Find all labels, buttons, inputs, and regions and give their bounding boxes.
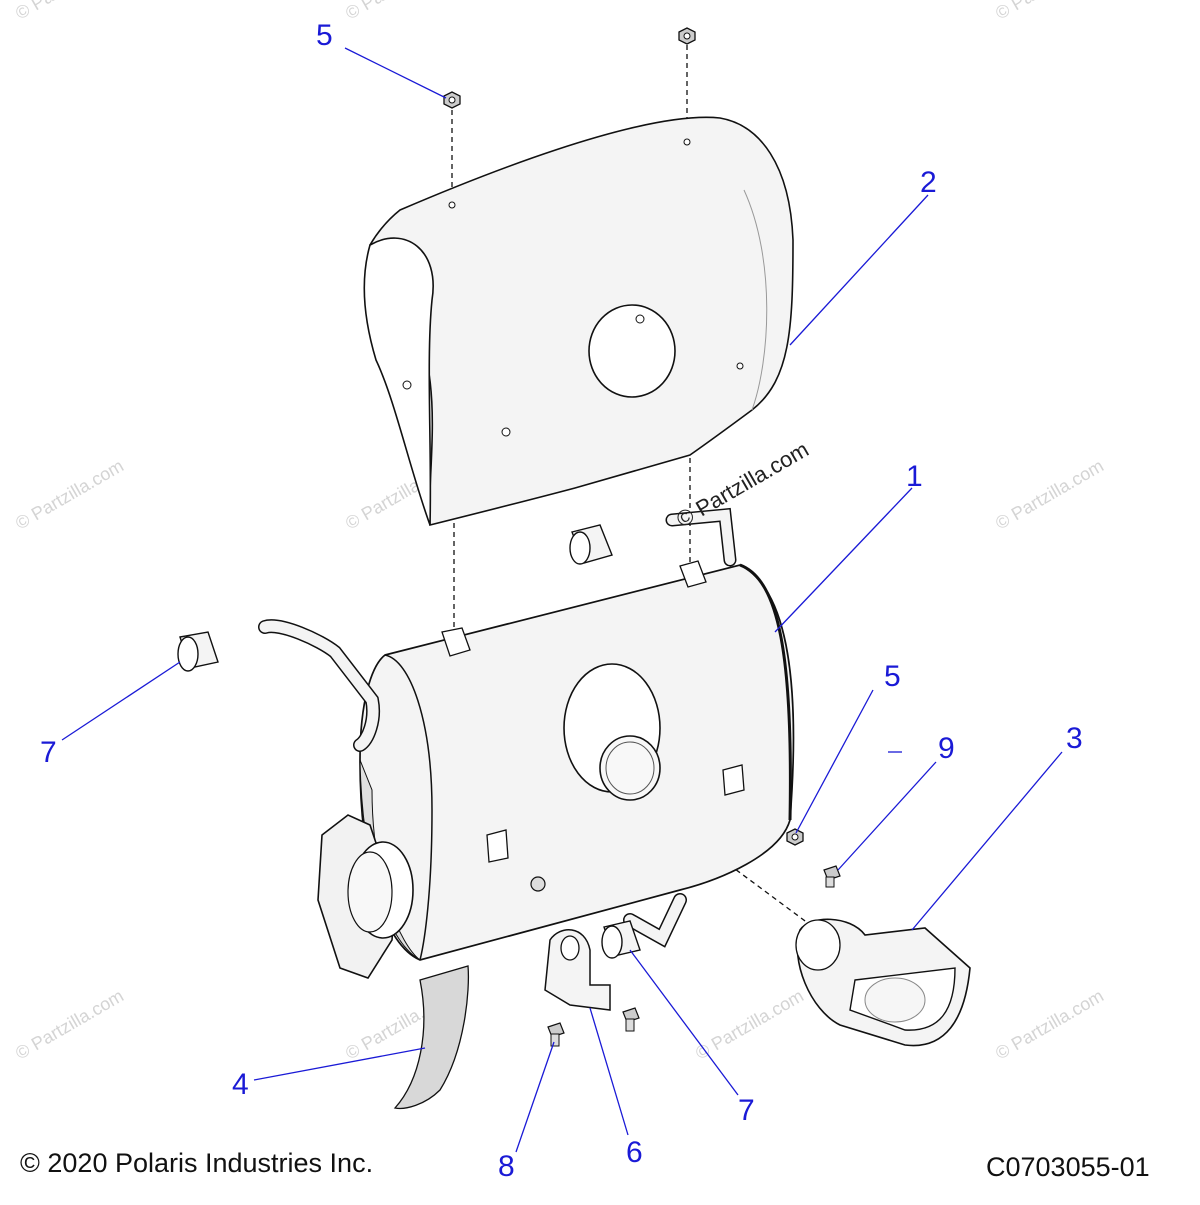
rubber-grommet-upper [569,524,613,565]
heat-shield [363,116,794,527]
callout-5-right: 5 [884,660,901,693]
fastener-nut-top-right [678,27,696,45]
watermark-text: © Partzilla.com [692,985,807,1063]
diagram-part-number: C0703055-01 [986,1152,1150,1182]
mounting-bracket [544,929,611,1011]
callout-3: 3 [1066,722,1083,755]
fastener-nut-right [786,828,804,846]
fastener-bolt-lower-left [547,1022,565,1047]
callout-2: 2 [920,166,937,199]
callout-4: 4 [232,1068,249,1101]
leader-lines [61,47,1063,1153]
watermark-text: © Partzilla.com [342,0,457,23]
watermark-text: © Partzilla.com [992,455,1107,533]
callout-8: 8 [498,1150,515,1183]
callout-6: 6 [626,1136,643,1169]
watermark-text: © Partzilla.com [12,985,127,1063]
callout-7-bottom: 7 [738,1094,755,1127]
callout-5-top: 5 [316,19,333,52]
watermark-text: © Partzilla.com [12,455,127,533]
callout-1: 1 [906,460,923,493]
watermark-text: © Partzilla.com [992,985,1107,1063]
fastener-nut-top-left [443,91,461,109]
rubber-grommet-lower [601,920,641,959]
watermark-text: © Partzilla.com [992,0,1107,23]
callout-9: 9 [938,732,955,765]
fastener-bolt-lower-right [622,1007,640,1032]
skid-plate [393,965,470,1110]
tail-pipe-tip [795,918,971,1047]
rubber-grommet-left [177,631,219,672]
copyright-notice: © 2020 Polaris Industries Inc. [20,1148,374,1178]
fastener-bolt-right [823,865,841,888]
watermark-text: © Partzilla.com [12,0,127,23]
callout-7-left: 7 [40,736,57,769]
muffler-body [258,507,795,979]
